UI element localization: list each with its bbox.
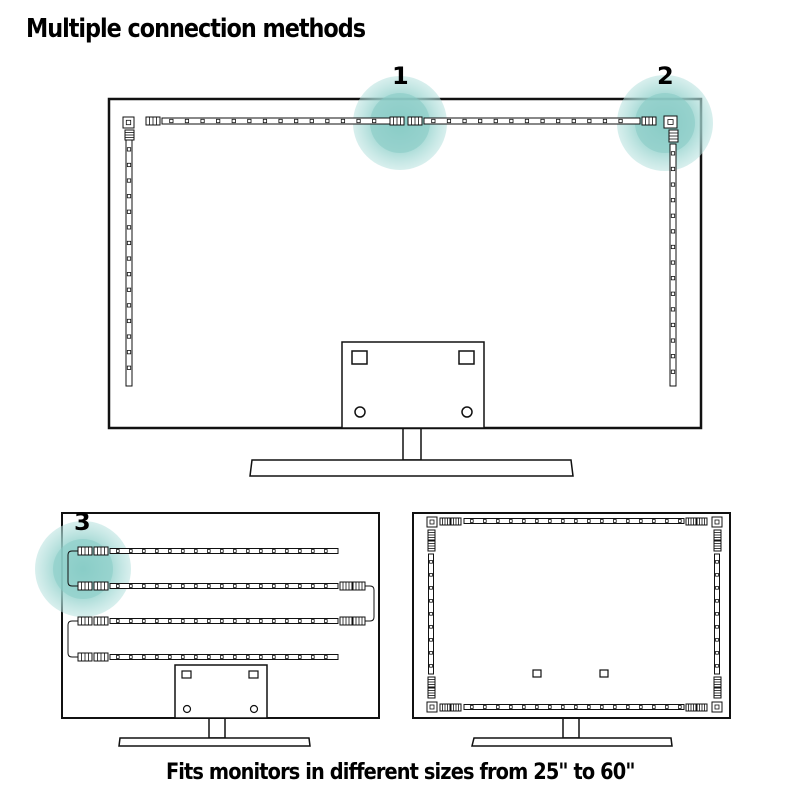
connector-wire <box>67 620 78 658</box>
strip-connector <box>685 703 697 712</box>
page-title: Multiple connection methods <box>26 14 366 44</box>
caption-text: Fits monitors in different sizes from 25… <box>165 760 635 785</box>
corner-connector <box>426 516 438 528</box>
monitor-stand-neck <box>208 717 226 739</box>
led-strip <box>109 548 339 554</box>
monitor-frame <box>412 512 731 719</box>
strip-connector <box>439 703 451 712</box>
vesa-hole <box>182 704 192 714</box>
led-strips-perimeter <box>426 516 723 713</box>
strip-connector <box>713 687 722 699</box>
strip-connector <box>93 616 109 626</box>
monitor-stand-base <box>249 459 574 477</box>
monitor-stand-base <box>471 737 673 747</box>
vesa-slot <box>181 670 192 679</box>
caption: Fits monitors in different sizes from 25… <box>0 760 800 785</box>
led-strip <box>423 117 641 125</box>
vesa-slot <box>532 669 542 678</box>
strip-connector <box>124 129 135 141</box>
vesa-slot <box>248 670 259 679</box>
strip-connector <box>77 616 93 626</box>
strip-connector <box>427 529 436 541</box>
strip-connector <box>389 116 405 126</box>
strip-connector <box>427 676 436 688</box>
led-strip <box>109 618 339 624</box>
corner-connector <box>711 701 723 713</box>
monitor-stand-neck <box>402 427 422 461</box>
strip-connector <box>696 517 708 526</box>
monitor-stand-neck <box>562 717 580 739</box>
strip-connector <box>339 616 353 626</box>
strip-connector <box>93 546 109 556</box>
vesa-slot <box>351 350 368 365</box>
led-strip <box>463 704 685 710</box>
strip-connector <box>352 616 366 626</box>
marker-2-label: 2 <box>657 62 674 90</box>
vesa-hole <box>461 406 473 418</box>
strip-connector <box>77 546 93 556</box>
connector-wire <box>67 550 78 587</box>
led-strip <box>669 143 677 387</box>
strip-connector <box>427 687 436 699</box>
vesa-slot <box>458 350 475 365</box>
strip-connector <box>685 517 697 526</box>
strip-connector <box>145 116 161 126</box>
led-strip <box>161 117 391 125</box>
strip-connector <box>668 129 679 143</box>
strip-connector <box>427 540 436 552</box>
vesa-hole <box>249 704 259 714</box>
marker-1-label: 1 <box>392 62 409 90</box>
strip-connector <box>696 703 708 712</box>
small-monitor-right <box>412 512 731 747</box>
led-strip <box>463 518 685 524</box>
led-strips-large-monitor <box>122 115 679 387</box>
strip-connector <box>407 116 423 126</box>
strip-connector <box>439 517 451 526</box>
connector-wire <box>365 585 375 622</box>
led-strip <box>428 553 434 675</box>
strip-connector <box>77 581 93 591</box>
corner-connector <box>711 516 723 528</box>
marker-3-label: 3 <box>74 508 91 536</box>
corner-connector <box>663 115 678 129</box>
strip-connector <box>713 540 722 552</box>
strip-connector <box>713 529 722 541</box>
strip-connector <box>352 581 366 591</box>
strip-connector <box>77 652 93 662</box>
strip-connector <box>450 517 462 526</box>
strip-connector <box>641 116 657 126</box>
led-strip <box>714 553 720 675</box>
led-strips-zigzag <box>67 546 375 662</box>
strip-connector <box>93 652 109 662</box>
corner-connector <box>122 116 135 129</box>
led-strip <box>109 583 339 589</box>
vesa-hole <box>354 406 366 418</box>
monitor-stand-base <box>118 737 311 747</box>
led-strip <box>109 654 339 660</box>
corner-connector <box>426 701 438 713</box>
vesa-slot <box>599 669 609 678</box>
strip-connector <box>93 581 109 591</box>
strip-connector <box>339 581 353 591</box>
led-strip <box>125 139 133 387</box>
strip-connector <box>713 676 722 688</box>
strip-connector <box>450 703 462 712</box>
